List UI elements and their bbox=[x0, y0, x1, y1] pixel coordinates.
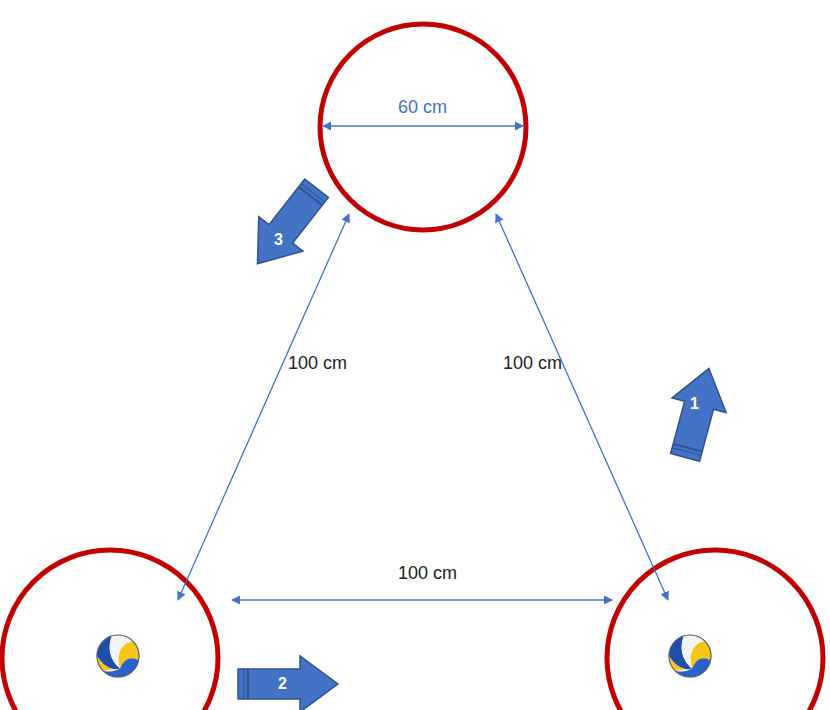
dimension-label: 100 cm bbox=[503, 354, 562, 374]
volleyball bbox=[669, 635, 711, 677]
volleyball bbox=[97, 635, 139, 677]
ring bbox=[2, 550, 218, 710]
callout-number: 2 bbox=[278, 675, 287, 693]
ring bbox=[320, 24, 526, 230]
dimension-label: 100 cm bbox=[288, 354, 347, 374]
dimension-line bbox=[323, 125, 523, 126]
callout-number: 3 bbox=[274, 231, 283, 249]
dimension-line bbox=[496, 214, 668, 600]
block-arrow bbox=[658, 361, 736, 464]
callout-number: 1 bbox=[690, 395, 699, 413]
ring bbox=[607, 550, 823, 710]
dimension-label: 60 cm bbox=[398, 98, 447, 118]
block-arrow bbox=[238, 656, 338, 710]
dimension-line bbox=[178, 214, 349, 600]
dimension-line bbox=[232, 599, 612, 600]
dimension-label: 100 cm bbox=[398, 564, 457, 584]
block-arrow bbox=[235, 171, 338, 281]
